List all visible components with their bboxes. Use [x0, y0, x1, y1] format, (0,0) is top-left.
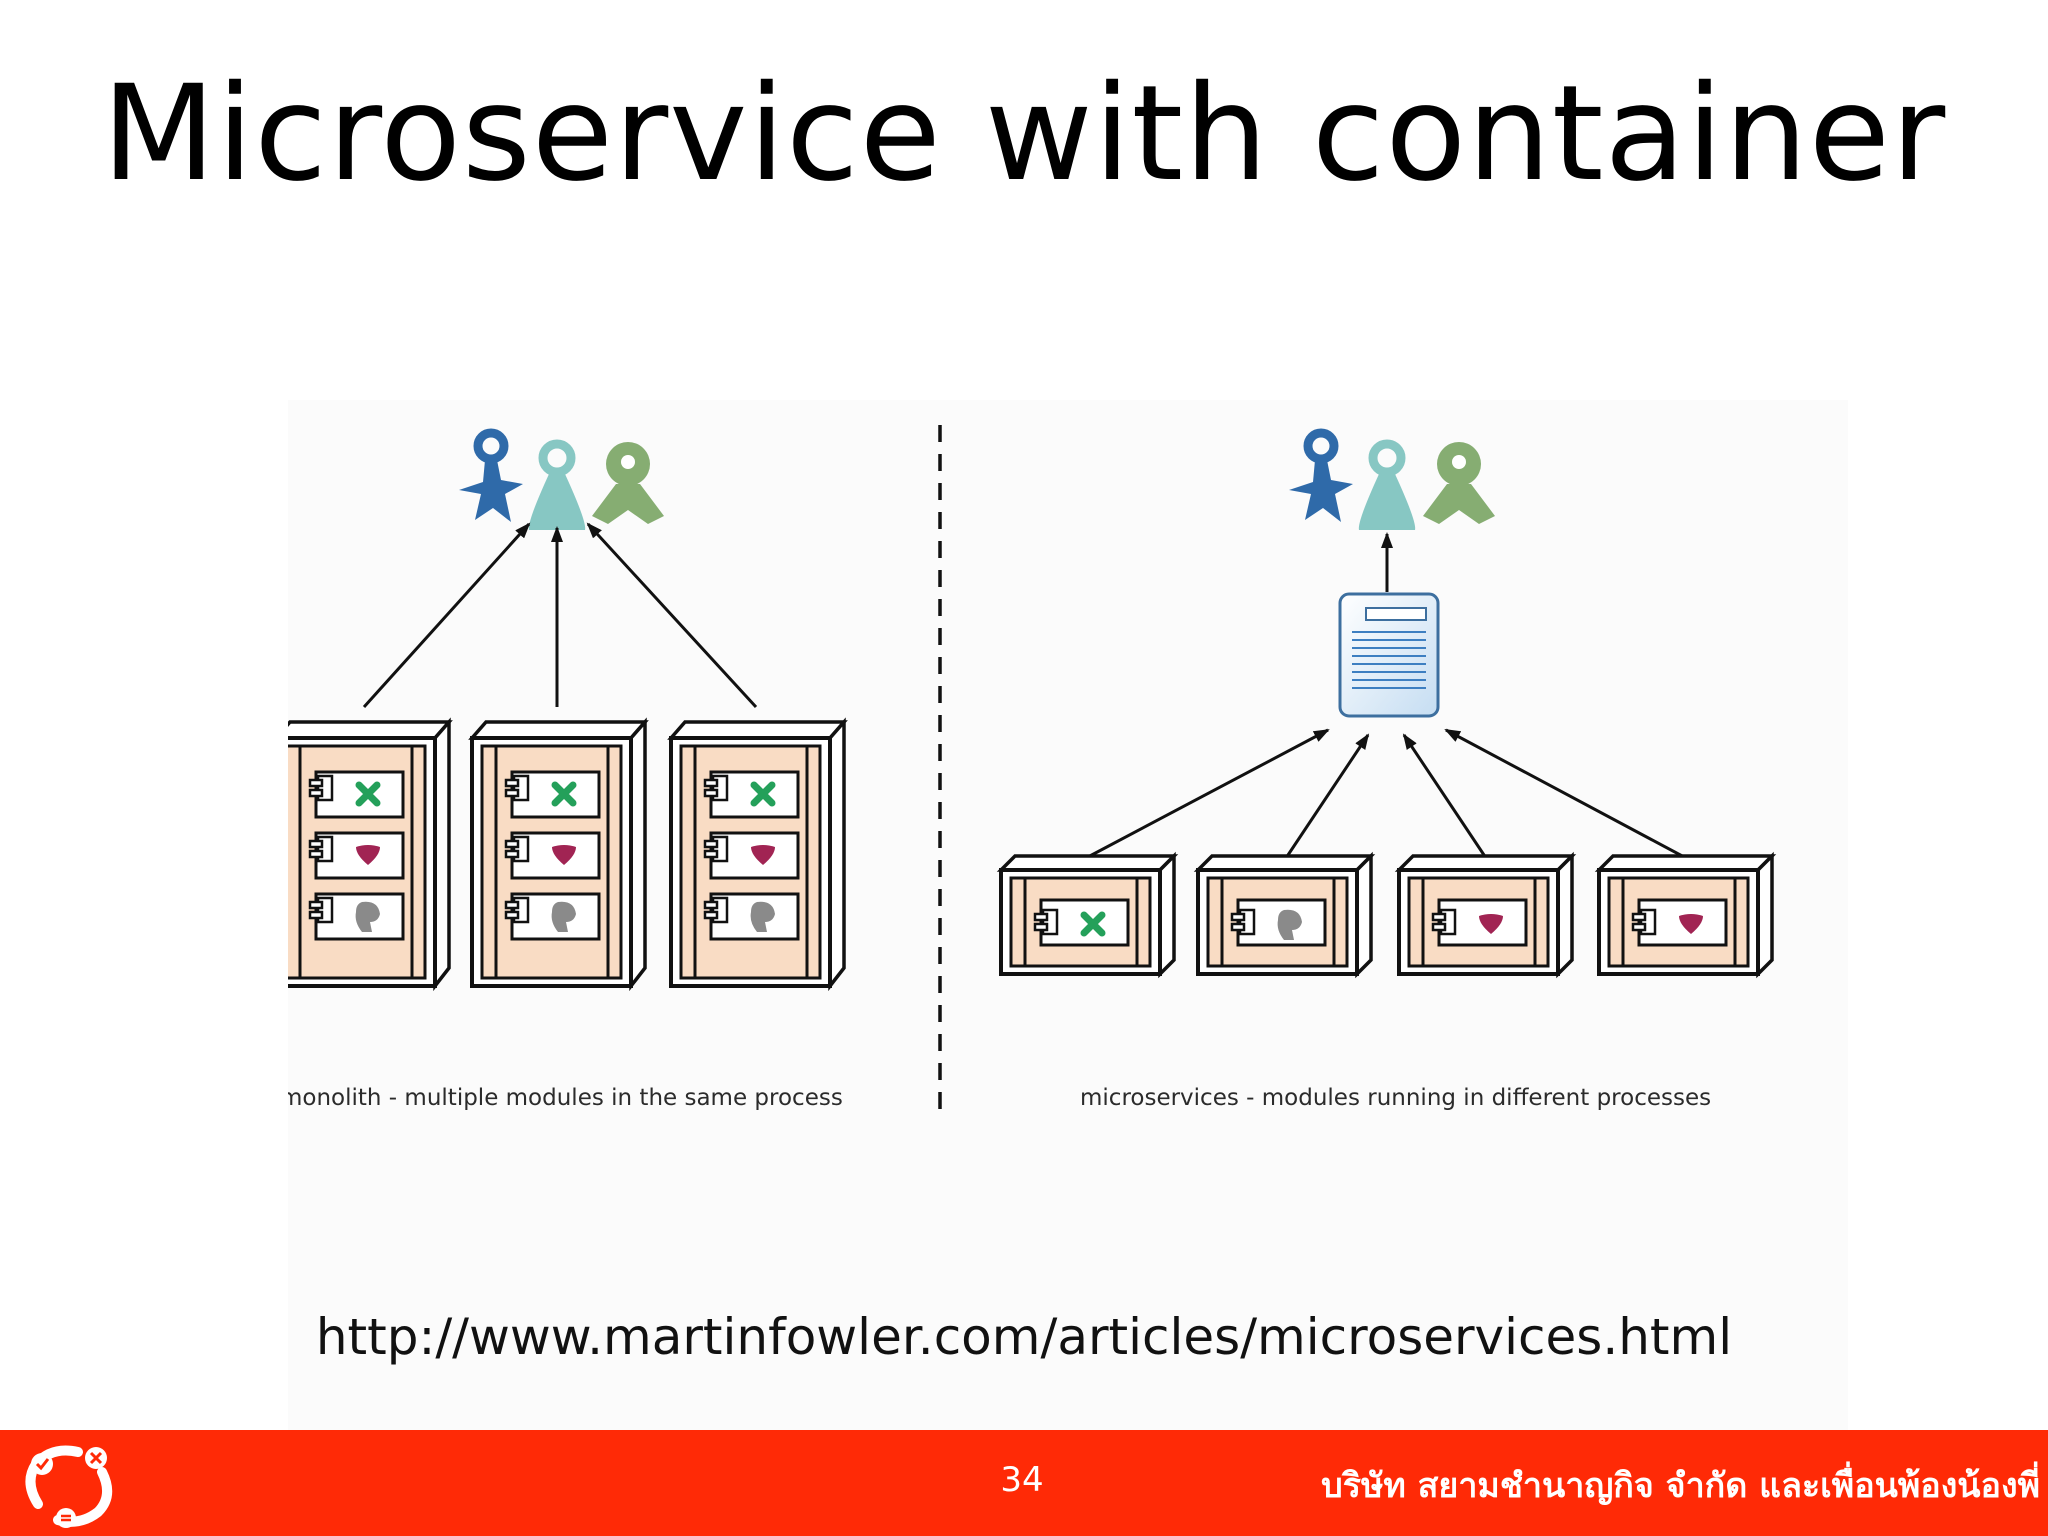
monolith-server [468, 717, 649, 992]
company-logo-icon [25, 1445, 113, 1528]
service-arrow [1402, 733, 1488, 859]
monolith-caption: monolith - multiple modules in the same … [288, 1085, 843, 1111]
monolith-server [667, 717, 848, 992]
service-arrow [1085, 728, 1330, 860]
user-blue-icon [1289, 433, 1353, 522]
microservice-server [1193, 851, 1376, 979]
company-name: บริษัท สยามชำนาญกิจ จำกัด และเพื่อนพ้องน… [1321, 1466, 2040, 1506]
diagram-canvas: monolith - multiple modules in the same … [288, 425, 1777, 1112]
architecture-diagram: monolith - multiple modules in the same … [288, 400, 1848, 1440]
user-teal-icon [529, 444, 585, 530]
monolith-arrow-right [586, 522, 758, 709]
source-url: http://www.martinfowler.com/articles/mic… [315, 1308, 1733, 1366]
footer-bar: 34 บริษัท สยามชำนาญกิจ จำกัด และเพื่อนพ้… [0, 1430, 2048, 1536]
user-green-icon [592, 442, 664, 524]
monolith-server [288, 717, 453, 992]
service-arrow [1444, 728, 1687, 860]
service-arrow [1284, 733, 1370, 859]
monolith-arrow-left [362, 522, 531, 709]
api-gateway-document [1338, 592, 1440, 718]
user-blue-icon [459, 433, 523, 522]
microservice-server [1594, 851, 1777, 979]
monolith-users [459, 433, 664, 530]
user-green-icon [1423, 442, 1495, 524]
microservice-server [996, 851, 1179, 979]
user-teal-icon [1359, 444, 1415, 530]
slide-title: Microservice with container [101, 57, 1947, 211]
page-number: 34 [1000, 1460, 1044, 1500]
microservice-server [1394, 851, 1577, 979]
microservices-caption: microservices - modules running in diffe… [1080, 1085, 1711, 1111]
microservice-users [1289, 433, 1495, 530]
